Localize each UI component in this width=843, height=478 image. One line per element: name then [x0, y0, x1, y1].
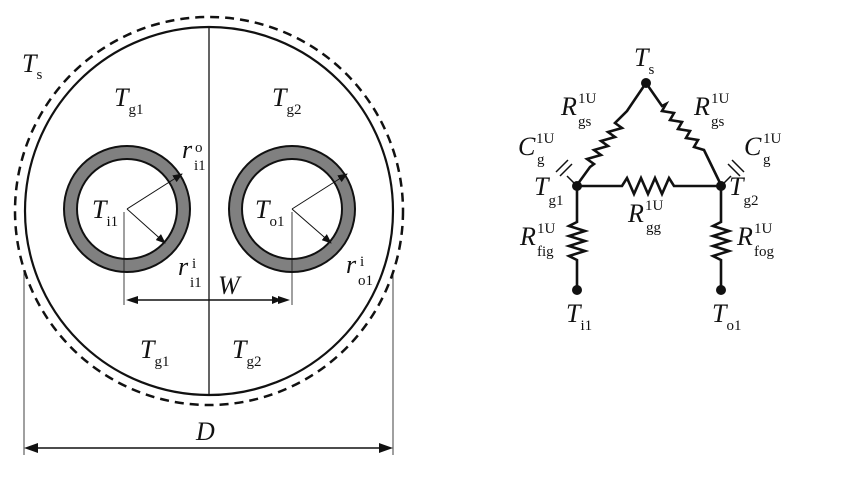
label-cg-right: C [744, 132, 762, 161]
label-rgg: R [627, 199, 644, 228]
label-r-inner-i1: r [178, 252, 189, 281]
label-rgg-sup: 1U [645, 198, 664, 214]
label-ts-right: Ts [634, 43, 654, 78]
label-r-inner-o1-sup: i [360, 254, 364, 270]
label-rfog-sup: 1U [754, 221, 773, 237]
node-to1 [716, 285, 726, 295]
label-r-inner-o1: r [346, 250, 357, 279]
radius-inner-arrow-left [126, 208, 166, 244]
label-rgs-right-sub: gs [711, 114, 725, 130]
resistor-rgs-left [575, 82, 648, 186]
label-tg2-right: Tg2 [729, 172, 758, 209]
label-r-inner-o1-sub: o1 [358, 273, 373, 289]
node-tg2 [716, 181, 726, 191]
label-rfig: R [519, 222, 536, 251]
radius-inner-arrow-right [291, 208, 332, 244]
label-rgs-right: R [693, 92, 710, 121]
d-arrowhead-left [24, 443, 38, 453]
d-arrowhead-right [379, 443, 393, 453]
label-r-outer-i1: r [182, 135, 193, 164]
label-rgs-left-sub: gs [578, 114, 592, 130]
node-ts [641, 78, 651, 88]
label-tg2-top: Tg2 [272, 83, 301, 118]
thermal-resistance-network: Ts R 1U gs R 1U gs C 1U g C 1U g Tg1 Tg2… [518, 43, 782, 334]
label-cg-left-sup: 1U [536, 131, 555, 147]
resistor-rfig [564, 186, 590, 290]
label-ts-left: Ts [22, 49, 42, 83]
label-rfog: R [736, 222, 753, 251]
node-ti1 [572, 285, 582, 295]
label-rgg-sub: gg [646, 220, 662, 236]
label-to1-left: To1 [255, 195, 284, 230]
label-r-outer-i1-sub: i1 [194, 158, 206, 174]
label-w: W [218, 271, 242, 300]
radius-outer-arrow-right [291, 173, 348, 210]
label-cg-left-sub: g [537, 152, 545, 168]
label-r-inner-i1-sup: i [192, 256, 196, 272]
label-rfig-sup: 1U [537, 221, 556, 237]
label-rgs-right-sup: 1U [711, 91, 730, 107]
label-rgs-left-sup: 1U [578, 91, 597, 107]
w-arrowhead-right [278, 296, 290, 304]
label-tg1-top: Tg1 [114, 83, 143, 118]
label-d: D [195, 417, 215, 446]
label-r-outer-i1-sup: o [195, 140, 203, 156]
w-arrowhead-left [126, 296, 138, 304]
label-tg2-bottom: Tg2 [232, 335, 261, 370]
resistor-rfog [708, 186, 734, 290]
label-ti1-left: Ti1 [92, 195, 118, 230]
label-to1-right: To1 [712, 299, 741, 334]
label-rfog-sub: fog [754, 244, 774, 260]
label-r-inner-i1-sub: i1 [190, 275, 202, 291]
label-cg-right-sub: g [763, 152, 771, 168]
label-rfig-sub: fig [537, 244, 554, 260]
label-rgs-left: R [560, 92, 577, 121]
label-cg-right-sup: 1U [763, 131, 782, 147]
label-cg-left: C [518, 132, 536, 161]
label-tg1-right: Tg1 [534, 172, 563, 209]
radius-outer-arrow-left [126, 173, 183, 210]
label-tg1-bottom: Tg1 [140, 335, 169, 370]
resistor-rgs-right [644, 82, 723, 186]
borehole-cross-section: Ts Tg1 Tg2 Ti1 To1 Tg1 Tg2 r o i1 r i i1… [13, 15, 405, 455]
node-tg1 [572, 181, 582, 191]
borehole-wall-dashed [13, 15, 405, 407]
capacitor-cg-left [555, 159, 578, 187]
label-ti1-right: Ti1 [566, 299, 592, 334]
resistor-rgg [577, 174, 721, 198]
